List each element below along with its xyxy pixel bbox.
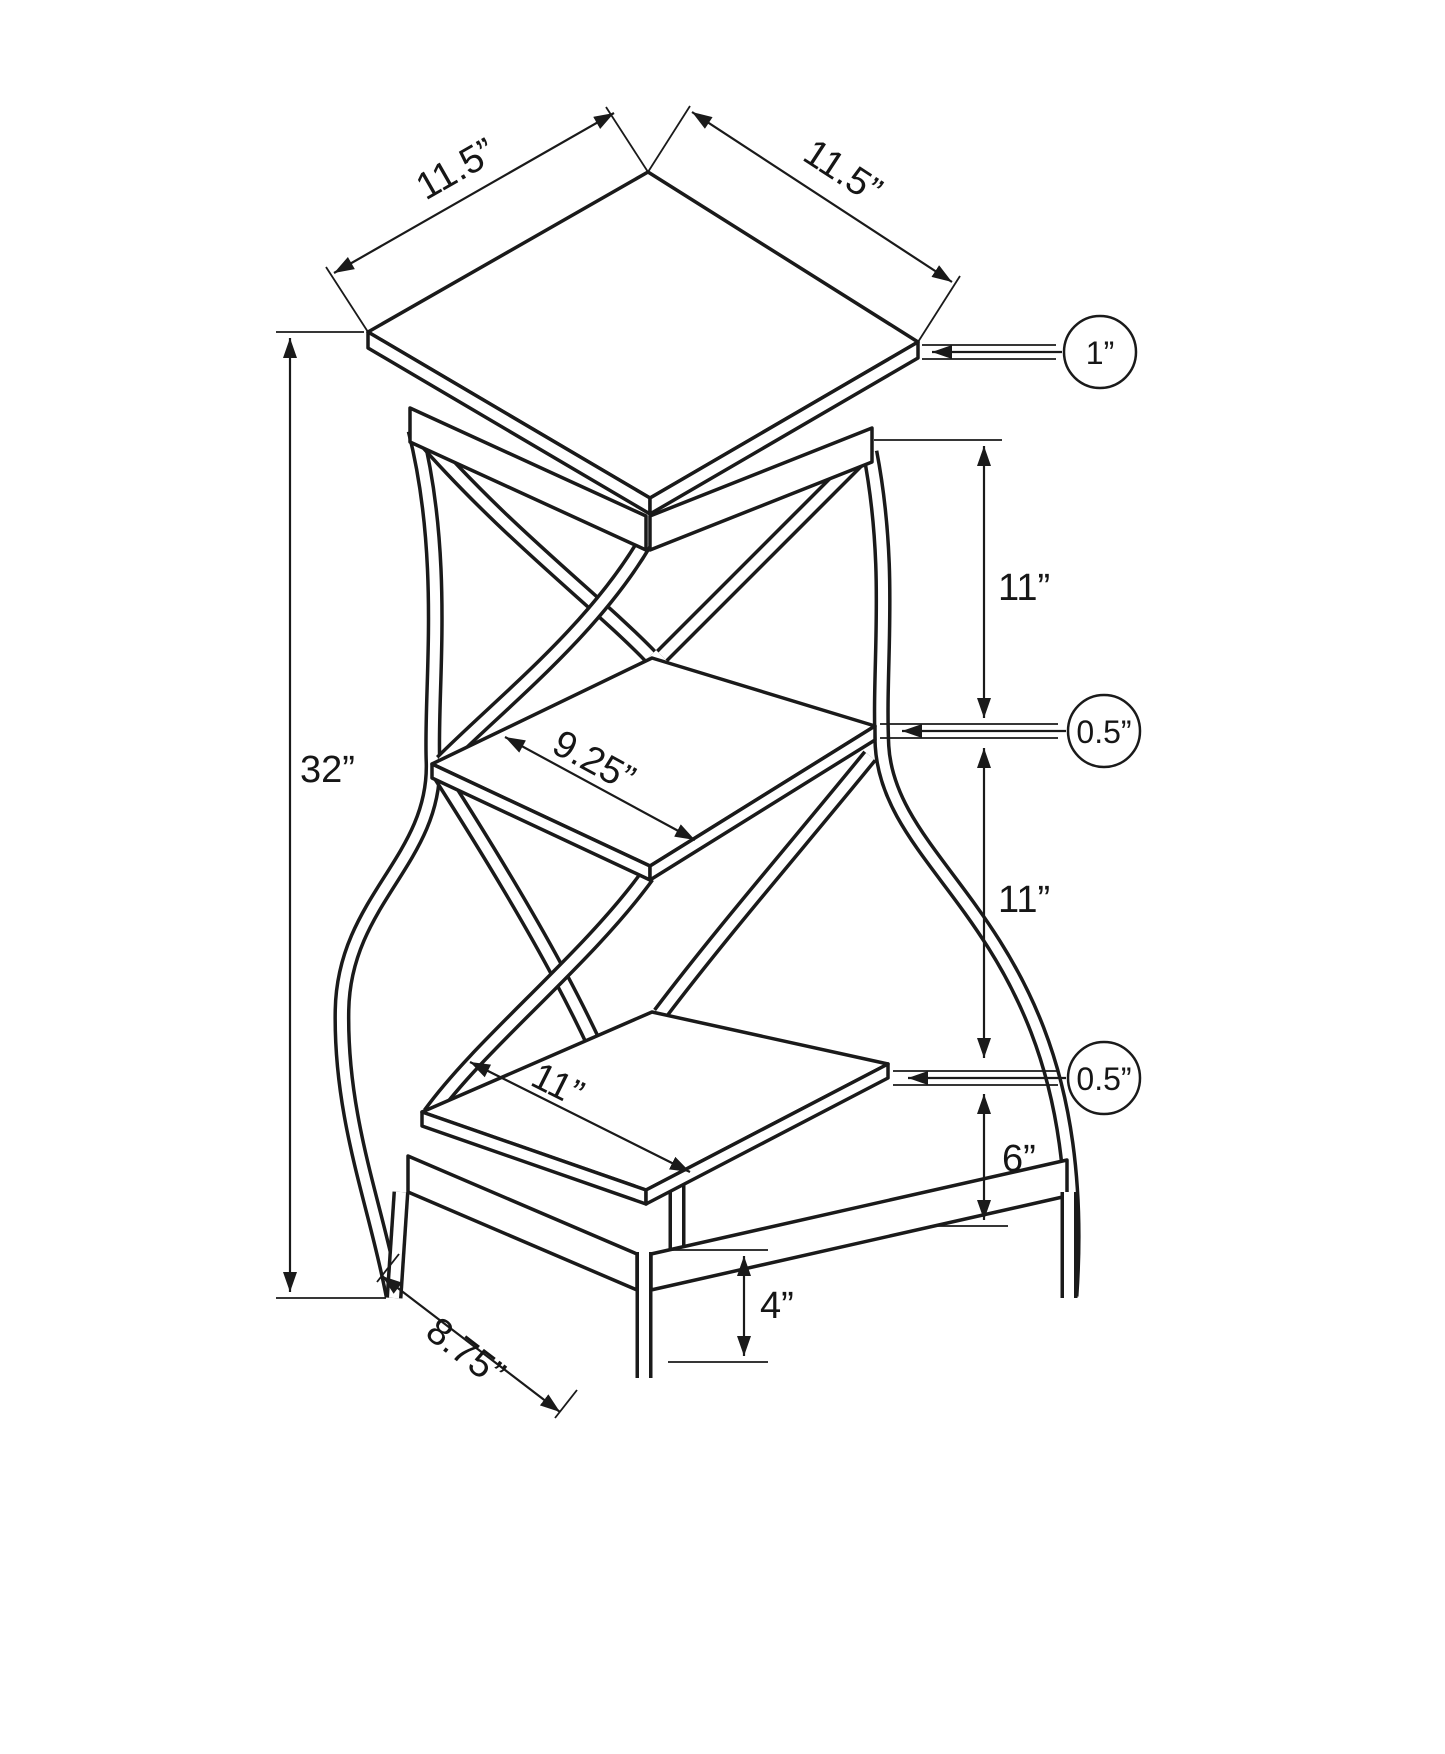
middle-shelf	[430, 656, 877, 882]
leg-upper-right-cross	[658, 450, 868, 660]
dim-overall-height: 32”	[276, 331, 386, 1299]
extension-line	[554, 1389, 578, 1419]
dim-middle-to-lower-shelf: 11”	[977, 748, 1050, 1058]
dim-lower-shelf-thickness-label: 0.5”	[1076, 1061, 1131, 1097]
base-aprons	[406, 1154, 1069, 1292]
leg-left-outer	[336, 428, 441, 1297]
extension-line	[605, 106, 649, 173]
leg-mid-right-cross	[656, 752, 874, 1018]
dim-middle-to-lower-shelf-label: 11”	[998, 879, 1050, 921]
dim-base-clearance: 4”	[668, 1249, 794, 1363]
callout-circle	[1066, 1040, 1142, 1116]
callout-circle	[1062, 314, 1138, 390]
curved-legs	[333, 427, 1081, 1298]
dim-overall-height-label: 32”	[300, 749, 355, 791]
top-apron-right	[648, 426, 874, 552]
top-apron-left	[408, 406, 648, 552]
leg-mid-front-cross	[425, 873, 652, 1117]
middle-shelf-edge-right	[648, 724, 877, 882]
extension-line	[647, 105, 691, 173]
dimension-line	[333, 112, 615, 274]
lower-shelf-edge-right	[644, 1062, 890, 1206]
callout-circle	[1066, 693, 1142, 769]
dim-top-thickness-label: 1”	[1086, 335, 1114, 371]
dim-lower-shelf-thickness: 0.5”	[893, 1040, 1142, 1116]
left-foot	[389, 1191, 406, 1299]
dim-middle-shelf-thickness: 0.5”	[880, 693, 1142, 769]
extension-line	[325, 266, 369, 333]
dim-top-width-right-label: 11.5”	[796, 131, 889, 212]
dim-middle-shelf-thickness-label: 0.5”	[1076, 714, 1131, 750]
dim-base-depth-label: 8.75”	[418, 1309, 512, 1395]
leg-upper-front-cross	[438, 539, 650, 766]
dimension-line	[469, 1061, 691, 1173]
dim-top-to-middle-shelf: 11”	[874, 439, 1050, 718]
dim-lower-shelf-height-label: 6”	[1002, 1138, 1036, 1180]
dimension-line	[381, 1275, 561, 1413]
leg-upper-left-cross	[416, 430, 654, 660]
dim-top-thickness: 1”	[922, 314, 1138, 390]
top-edge-right	[648, 340, 920, 516]
dimension-line	[691, 111, 953, 283]
extension-line	[917, 275, 961, 343]
dim-top-width-left-label: 11.5”	[409, 131, 503, 209]
dim-base-depth: 8.75”	[376, 1253, 578, 1419]
dimension-line	[504, 736, 696, 841]
dim-lower-shelf-height: 6”	[930, 1094, 1036, 1227]
leg-right-outer	[865, 451, 1077, 1297]
dim-top-to-middle-shelf-label: 11”	[998, 567, 1050, 609]
extension-line	[376, 1253, 400, 1283]
dim-base-clearance-label: 4”	[760, 1285, 794, 1327]
